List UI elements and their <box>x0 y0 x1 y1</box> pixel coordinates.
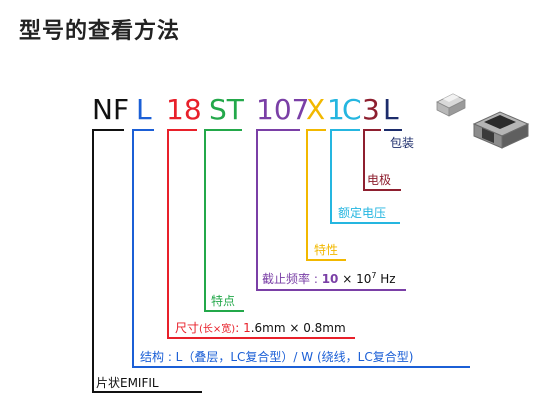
connector-line-size-h <box>167 337 355 339</box>
code-voltage-1: 1 <box>327 93 345 126</box>
chip-component-small <box>436 93 466 117</box>
connector-line-voltage-h <box>330 222 400 224</box>
code-voltage-2: C <box>342 93 362 126</box>
label-electrode: 电极 <box>367 173 392 187</box>
chip-component-large <box>472 111 530 149</box>
code-package: L <box>383 93 399 126</box>
connector-line-product-h <box>92 391 202 393</box>
cutoff-unit: Hz <box>376 272 396 286</box>
connector-line-electrode-v <box>363 129 365 191</box>
code-structure: L <box>136 93 152 126</box>
connector-line-cutoff <box>256 129 300 131</box>
size-paren: (长×宽) <box>199 324 236 335</box>
connector-line-product <box>92 129 124 131</box>
code-electrode: 3 <box>362 93 380 126</box>
code-feature: ST <box>209 93 244 126</box>
connector-line-voltage-v <box>330 129 332 224</box>
connector-line-feature-v <box>204 129 206 312</box>
connector-line-characteristic <box>306 129 326 131</box>
label-rated-voltage: 额定电压 <box>338 206 387 220</box>
connector-line-characteristic-v <box>306 129 308 261</box>
label-cutoff-frequency: 截止频率 : 10 × 107 Hz <box>262 271 396 287</box>
size-value-2: .6mm × 0.8mm <box>250 321 346 335</box>
connector-line-voltage <box>330 129 360 131</box>
cutoff-times: × 10 <box>338 272 372 286</box>
label-feature: 特点 <box>211 294 236 308</box>
label-characteristic: 特性 <box>314 243 339 257</box>
code-characteristic: X <box>306 93 326 126</box>
code-nf: NF <box>92 93 130 126</box>
page-title: 型号的查看方法 <box>19 19 181 44</box>
label-package: 包装 <box>390 136 415 150</box>
connector-line-structure-v <box>132 129 134 368</box>
cutoff-prefix: 截止频率 : <box>262 272 322 286</box>
connector-line-electrode <box>363 129 381 131</box>
connector-line-size-v <box>167 129 169 339</box>
size-colon: : <box>235 321 244 335</box>
connector-line-cutoff-v <box>256 129 258 291</box>
label-size: 尺寸(长×宽): 1.6mm × 0.8mm <box>175 321 346 337</box>
connector-line-characteristic-h <box>306 259 346 261</box>
size-value-1: 1 <box>243 321 251 335</box>
connector-line-feature <box>204 129 242 131</box>
code-size: 18 <box>166 93 202 126</box>
connector-line-structure <box>132 129 154 131</box>
connector-line-size <box>167 129 197 131</box>
label-product: 片状EMIFIL <box>96 376 159 390</box>
cutoff-value: 10 <box>321 272 339 286</box>
code-cutoff: 107 <box>256 93 310 126</box>
connector-line-feature-h <box>204 310 244 312</box>
connector-line-cutoff-h <box>256 289 406 291</box>
label-structure: 结构 : L（叠层，LC复合型）/ W (绕线，LC复合型) <box>140 350 414 364</box>
connector-line-package <box>384 129 402 131</box>
connector-line-electrode-h <box>363 189 401 191</box>
size-prefix: 尺寸 <box>175 321 200 335</box>
cutoff-exponent: 7 <box>371 271 377 280</box>
connector-line-product-v <box>92 129 94 393</box>
connector-line-structure-h <box>132 366 470 368</box>
